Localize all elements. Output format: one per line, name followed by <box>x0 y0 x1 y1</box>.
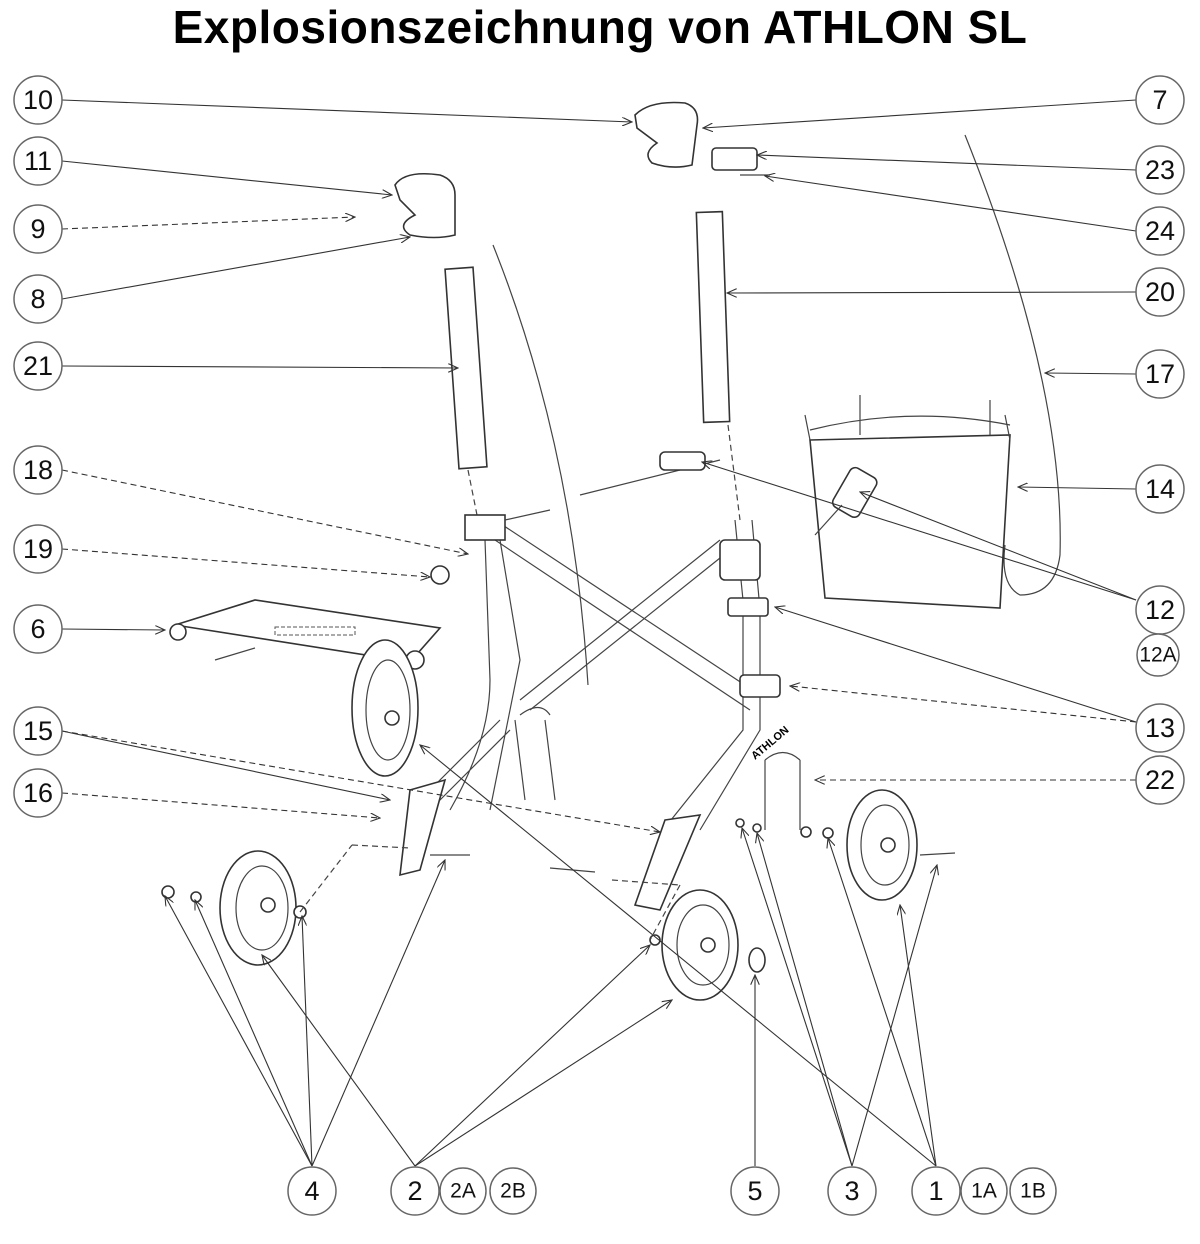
svg-text:23: 23 <box>1145 155 1175 185</box>
svg-text:1A: 1A <box>971 1180 997 1203</box>
svg-text:17: 17 <box>1145 359 1175 389</box>
svg-text:20: 20 <box>1145 277 1175 307</box>
callout-22: 22 <box>1135 755 1185 805</box>
svg-text:2B: 2B <box>500 1180 526 1203</box>
svg-text:11: 11 <box>24 146 52 176</box>
svg-text:2A: 2A <box>450 1180 476 1203</box>
callout-7: 7 <box>1135 75 1185 125</box>
wheel-front-left <box>351 639 419 777</box>
hinge-block <box>464 514 506 541</box>
callout-24: 24 <box>1135 206 1185 256</box>
wheel-front-right <box>846 789 918 901</box>
handle-left <box>394 172 456 239</box>
svg-text:4: 4 <box>304 1176 319 1206</box>
svg-text:5: 5 <box>747 1176 762 1206</box>
callout-13: 13 <box>1135 703 1185 753</box>
brake-cable-17 <box>964 134 1061 596</box>
diagram-title: Explosionszeichnung von ATHLON SL <box>172 1 1028 53</box>
svg-text:6: 6 <box>30 614 45 644</box>
callout-2B: 2B <box>489 1167 537 1215</box>
rollator-parts: ATHLON <box>161 101 1061 1001</box>
wheel-rear-right <box>661 889 739 1001</box>
svg-text:1: 1 <box>928 1176 943 1206</box>
brake-cable-left <box>492 244 589 686</box>
callouts-right: 7 23 24 20 17 14 12 12A 13 22 <box>1135 75 1185 805</box>
svg-text:7: 7 <box>1152 85 1167 115</box>
callout-23: 23 <box>1135 145 1185 195</box>
callout-2A: 2A <box>439 1167 487 1215</box>
svg-text:13: 13 <box>1145 713 1175 743</box>
callout-1: 1 <box>911 1166 961 1216</box>
callout-11: 11 <box>13 136 63 186</box>
callout-1A: 1A <box>960 1167 1008 1215</box>
callout-9: 9 <box>13 204 63 254</box>
svg-text:24: 24 <box>1145 216 1175 246</box>
callout-8: 8 <box>13 274 63 324</box>
svg-text:8: 8 <box>30 284 45 314</box>
callout-19: 19 <box>13 524 63 574</box>
callout-12: 12 <box>1135 585 1185 635</box>
callout-5: 5 <box>730 1166 780 1216</box>
callout-15: 15 <box>13 706 63 756</box>
callout-18: 18 <box>13 445 63 495</box>
callout-17: 17 <box>1135 349 1185 399</box>
callout-3: 3 <box>827 1166 877 1216</box>
svg-text:21: 21 <box>23 351 53 381</box>
cross-brace <box>479 519 761 711</box>
frame-left <box>419 539 521 811</box>
leader-lines <box>61 99 1137 1167</box>
brake-15-left <box>399 778 447 877</box>
callout-1B: 1B <box>1009 1167 1057 1215</box>
brake-15-right <box>633 814 702 911</box>
callout-10: 10 <box>13 75 63 125</box>
callout-6: 6 <box>13 604 63 654</box>
wheel-rear-left <box>219 850 297 966</box>
callout-2: 2 <box>390 1166 440 1216</box>
svg-text:12A: 12A <box>1139 644 1176 667</box>
svg-text:18: 18 <box>23 455 53 485</box>
svg-text:16: 16 <box>23 778 53 808</box>
svg-text:10: 10 <box>23 85 53 115</box>
svg-text:9: 9 <box>30 214 45 244</box>
handle-right <box>634 101 699 168</box>
callout-21: 21 <box>13 341 63 391</box>
svg-text:22: 22 <box>1145 765 1175 795</box>
callout-12A: 12A <box>1136 633 1180 677</box>
callouts-left: 10 11 9 8 21 18 19 6 15 16 <box>13 75 63 818</box>
svg-text:2: 2 <box>407 1176 422 1206</box>
svg-text:15: 15 <box>23 716 53 746</box>
clamp-23 <box>711 147 758 171</box>
svg-text:12: 12 <box>1145 595 1175 625</box>
svg-text:1B: 1B <box>1020 1180 1046 1203</box>
svg-text:3: 3 <box>844 1176 859 1206</box>
callout-4: 4 <box>287 1166 337 1216</box>
basket-14 <box>809 434 1011 609</box>
callouts-bottom: 4 2 2A 2B 5 3 1 1A 1B <box>287 1166 1057 1216</box>
svg-text:19: 19 <box>23 534 53 564</box>
tube-20 <box>695 210 731 424</box>
svg-text:14: 14 <box>1145 474 1175 504</box>
callout-20: 20 <box>1135 267 1185 317</box>
callout-14: 14 <box>1135 464 1185 514</box>
callout-16: 16 <box>13 768 63 818</box>
